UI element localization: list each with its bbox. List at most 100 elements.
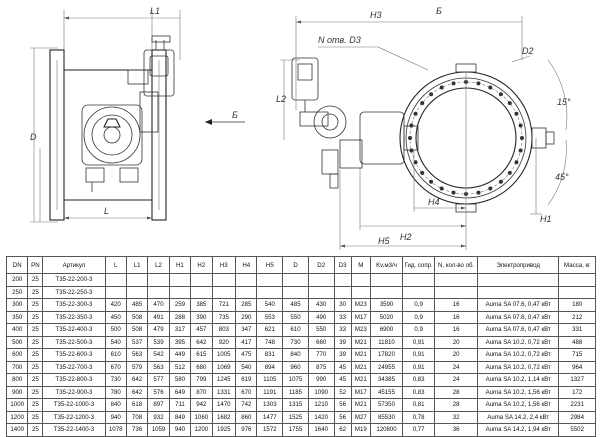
table-cell: 831 bbox=[256, 348, 284, 362]
column-header: H4 bbox=[235, 256, 258, 274]
table-cell: 0,83 bbox=[402, 385, 436, 399]
table-cell bbox=[104, 285, 127, 299]
bolt-hole bbox=[420, 101, 425, 106]
bolt-hole bbox=[498, 179, 503, 184]
table-cell bbox=[558, 285, 596, 299]
column-header: M bbox=[350, 256, 371, 274]
table-cell: 508 bbox=[125, 310, 149, 324]
table-cell: 259 bbox=[168, 298, 192, 312]
table-cell: 621 bbox=[256, 323, 284, 337]
table-cell: M21 bbox=[350, 348, 371, 362]
table-cell bbox=[369, 273, 404, 287]
table-cell: 0,81 bbox=[402, 398, 436, 412]
table-cell: 0,91 bbox=[402, 360, 436, 374]
column-header: L bbox=[104, 256, 127, 274]
table-cell: 932 bbox=[147, 410, 170, 424]
table-cell: 649 bbox=[168, 385, 192, 399]
table-cell: Auma SA 07.6, 0,47 кВт bbox=[477, 310, 560, 324]
table-cell: 642 bbox=[125, 385, 149, 399]
table-cell bbox=[307, 273, 335, 287]
view-label-b-left: Б bbox=[232, 110, 238, 120]
table-cell bbox=[256, 273, 284, 287]
table-cell: 45155 bbox=[369, 385, 404, 399]
table-cell: 420 bbox=[104, 298, 127, 312]
table-cell: 964 bbox=[558, 360, 596, 374]
table-cell: 539 bbox=[147, 335, 170, 349]
table-cell: 25 bbox=[27, 298, 44, 312]
table-cell bbox=[168, 285, 192, 299]
table-cell: 350 bbox=[5, 310, 29, 324]
table-cell: M21 bbox=[350, 373, 371, 387]
table-cell bbox=[147, 273, 170, 287]
table-cell: 940 bbox=[168, 423, 192, 437]
bolt-hole bbox=[520, 136, 524, 140]
table-cell bbox=[333, 285, 352, 299]
table-cell: Т35-22-600-3 bbox=[42, 348, 106, 362]
column-header: H5 bbox=[256, 256, 284, 274]
table-cell: 1000 bbox=[5, 398, 29, 412]
valve-drawing: L1 D L Б bbox=[30, 6, 571, 250]
table-cell: 1200 bbox=[190, 423, 213, 437]
column-header: N, кол-во об. bbox=[434, 256, 479, 274]
bolt-hole bbox=[409, 123, 414, 128]
table-cell bbox=[350, 285, 371, 299]
side-view: L1 D L Б bbox=[30, 6, 245, 223]
table-cell bbox=[350, 273, 371, 287]
table-cell: 488 bbox=[558, 335, 596, 349]
table-cell: 331 bbox=[558, 323, 596, 337]
column-header: L1 bbox=[125, 256, 149, 274]
table-cell: 960 bbox=[282, 360, 309, 374]
table-cell: 250 bbox=[5, 285, 29, 299]
table-cell: 1245 bbox=[211, 373, 237, 387]
front-view: H3 Б N отв. D3 L2 bbox=[276, 6, 571, 250]
table-cell: M21 bbox=[350, 398, 371, 412]
table-cell: 395 bbox=[168, 335, 192, 349]
table-cell: 1005 bbox=[211, 348, 237, 362]
table-cell: 894 bbox=[256, 360, 284, 374]
table-cell: 45 bbox=[333, 360, 352, 374]
table-cell: M23 bbox=[350, 323, 371, 337]
table-cell: 715 bbox=[558, 348, 596, 362]
table-cell: 24955 bbox=[369, 360, 404, 374]
table-cell: 700 bbox=[5, 360, 29, 374]
table-cell: 1191 bbox=[256, 385, 284, 399]
table-cell: 33 bbox=[333, 310, 352, 324]
table-cell: 62 bbox=[333, 423, 352, 437]
table-cell: 742 bbox=[235, 398, 258, 412]
table-cell: 1525 bbox=[282, 410, 309, 424]
table-cell: 56 bbox=[333, 410, 352, 424]
dim-label-h2: H2 bbox=[400, 232, 412, 242]
table-cell: 1400 bbox=[5, 423, 29, 437]
table-cell: 385 bbox=[190, 298, 213, 312]
table-cell: 508 bbox=[125, 323, 149, 337]
dim-label-h1: H1 bbox=[540, 214, 552, 224]
table-cell: 780 bbox=[104, 385, 127, 399]
bolt-hole bbox=[420, 170, 425, 175]
table-cell: 34385 bbox=[369, 373, 404, 387]
table-cell: 730 bbox=[104, 373, 127, 387]
table-cell: 0,83 bbox=[402, 373, 436, 387]
bolt-hole bbox=[408, 136, 412, 140]
table-cell: Т35-22-300-3 bbox=[42, 298, 106, 312]
table-cell: 642 bbox=[125, 373, 149, 387]
table-cell: Auma SA 10.2, 0,72 кВт bbox=[477, 348, 560, 362]
table-cell: 25 bbox=[27, 373, 44, 387]
table-cell: 180 bbox=[558, 298, 596, 312]
dim-label-l2: L2 bbox=[276, 94, 286, 104]
table-cell bbox=[307, 285, 335, 299]
table-cell: 0,9 bbox=[402, 323, 436, 337]
dim-label-h3: H3 bbox=[370, 10, 382, 20]
table-cell: 610 bbox=[282, 323, 309, 337]
dim-label-n-holes: N отв. D3 bbox=[318, 35, 361, 45]
table-cell: M21 bbox=[350, 335, 371, 349]
table-cell bbox=[402, 285, 436, 299]
table-cell: M19 bbox=[350, 423, 371, 437]
table-cell: 1315 bbox=[282, 398, 309, 412]
table-cell: 16 bbox=[434, 310, 479, 324]
table-cell: 875 bbox=[307, 360, 335, 374]
bolt-hole bbox=[429, 92, 434, 97]
table-cell: 803 bbox=[211, 323, 237, 337]
